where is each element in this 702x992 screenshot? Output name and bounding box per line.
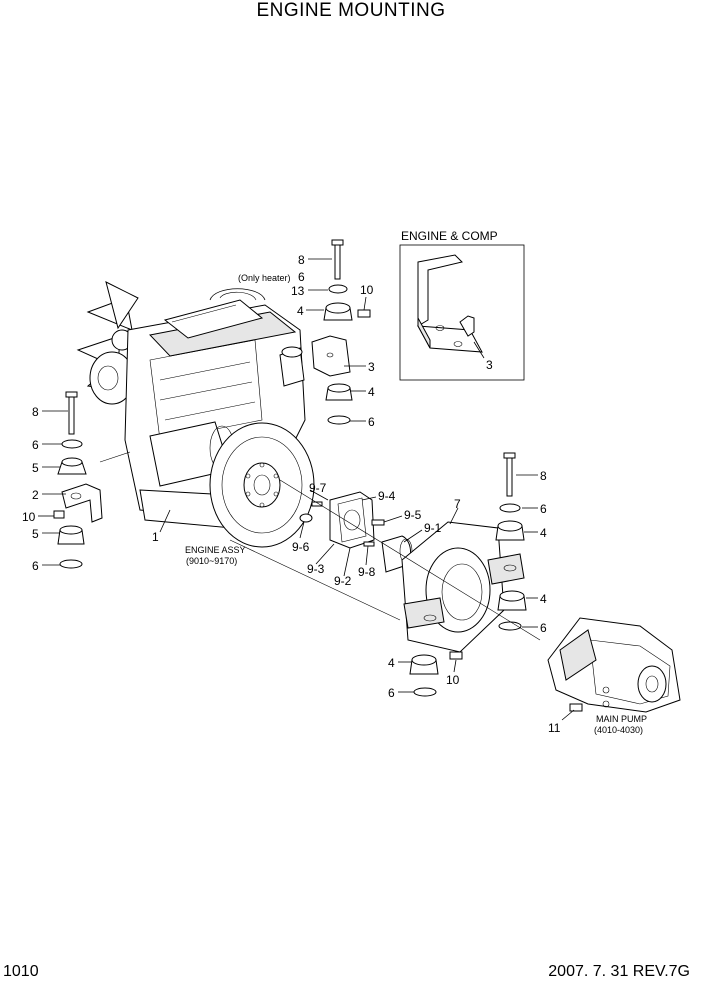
engine-assembly bbox=[76, 281, 315, 548]
callout-1: 1 bbox=[152, 530, 159, 544]
callout-6: 6 bbox=[540, 502, 547, 516]
callout-9-5: 9-5 bbox=[404, 508, 422, 522]
leader-lines bbox=[38, 258, 575, 721]
callout-8: 8 bbox=[32, 405, 39, 419]
pump-flange bbox=[401, 521, 525, 653]
callout-6: 6 bbox=[368, 415, 375, 429]
callout-13: 13 bbox=[291, 284, 305, 298]
callout-3-inset: 3 bbox=[486, 358, 493, 372]
right-mount-stack bbox=[495, 452, 527, 631]
callout-5: 5 bbox=[32, 461, 39, 475]
callout-3: 3 bbox=[368, 360, 375, 374]
callout-10: 10 bbox=[360, 283, 374, 297]
bottom-mount-stack bbox=[409, 651, 463, 697]
callout-4: 4 bbox=[388, 656, 395, 670]
left-mount-stack bbox=[53, 391, 131, 569]
callout-4: 4 bbox=[297, 304, 304, 318]
callout-4: 4 bbox=[540, 526, 547, 540]
revision-label: 2007. 7. 31 REV.7G bbox=[548, 963, 690, 980]
page-number: 1010 bbox=[3, 963, 39, 980]
main-pump-range: (4010-4030) bbox=[594, 725, 643, 735]
engine-assy-range: (9010~9170) bbox=[186, 556, 237, 566]
callout-6: 6 bbox=[32, 559, 39, 573]
callout-7: 7 bbox=[454, 497, 461, 511]
callout-2: 2 bbox=[32, 488, 39, 502]
callout-11: 11 bbox=[548, 721, 561, 735]
inset-bracket-drawing bbox=[417, 254, 485, 359]
callout-9-3: 9-3 bbox=[307, 562, 325, 576]
callout-10: 10 bbox=[22, 510, 36, 524]
coupling-assembly bbox=[299, 491, 413, 573]
callout-6: 6 bbox=[298, 270, 305, 284]
callout-9-4: 9-4 bbox=[378, 489, 396, 503]
callout-labels: 8 (Only heater) 6 13 4 10 3 4 6 8 6 5 2 … bbox=[22, 253, 647, 735]
inset-engine-comp: ENGINE & COMP 3 bbox=[399, 229, 525, 381]
callout-8: 8 bbox=[540, 469, 547, 483]
callout-5: 5 bbox=[32, 527, 39, 541]
engine-assy-label: ENGINE ASSY bbox=[185, 545, 246, 555]
callout-6: 6 bbox=[388, 686, 395, 700]
callout-4: 4 bbox=[540, 592, 547, 606]
callout-8: 8 bbox=[298, 253, 305, 267]
only-heater-note: (Only heater) bbox=[238, 273, 291, 283]
page-title: ENGINE MOUNTING bbox=[256, 0, 446, 21]
callout-9-8: 9-8 bbox=[358, 565, 376, 579]
main-pump-label: MAIN PUMP bbox=[596, 714, 647, 724]
callout-4: 4 bbox=[368, 385, 375, 399]
callout-6: 6 bbox=[32, 438, 39, 452]
top-mount-stack bbox=[311, 239, 371, 425]
callout-6: 6 bbox=[540, 621, 547, 635]
inset-title: ENGINE & COMP bbox=[401, 229, 498, 243]
callout-10: 10 bbox=[446, 673, 460, 687]
callout-9-6: 9-6 bbox=[292, 540, 310, 554]
main-pump bbox=[547, 617, 681, 713]
callout-9-1: 9-1 bbox=[424, 521, 442, 535]
callout-9-7: 9-7 bbox=[309, 481, 327, 495]
callout-9-2: 9-2 bbox=[334, 574, 352, 588]
